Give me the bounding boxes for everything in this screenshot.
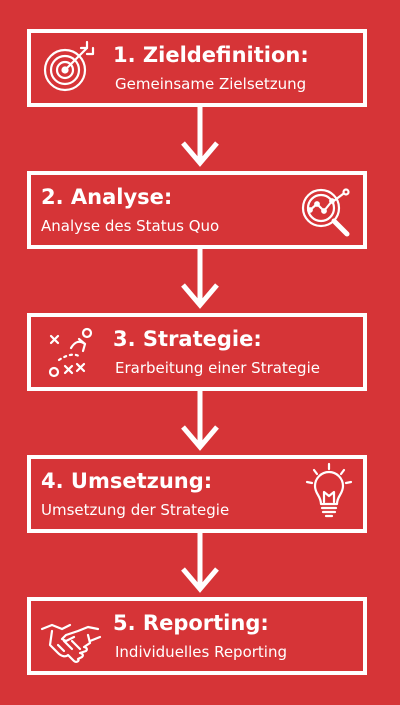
step-4-subtitle: Umsetzung der Strategie (41, 501, 230, 519)
step-2-title: 2. Analyse: (41, 185, 173, 209)
step-3-subtitle: Erarbeitung einer Strategie (115, 359, 320, 377)
step-1-title: 1. Zieldefinition: (113, 43, 309, 67)
target-icon (43, 40, 95, 92)
step-5-subtitle: Individuelles Reporting (115, 643, 287, 661)
step-1-subtitle: Gemeinsame Zielsetzung (115, 75, 307, 93)
step-1-box: 1. Zieldefinition: Gemeinsame Zielsetzun… (27, 29, 367, 107)
down-arrow-4 (181, 533, 219, 593)
tactics-icon (48, 327, 93, 378)
step-5-title: 5. Reporting: (113, 611, 269, 635)
step-5-box: 5. Reporting: Individuelles Reporting (27, 597, 367, 675)
handshake-icon (40, 623, 102, 663)
magnifier-chart-icon (301, 188, 350, 237)
step-4-title: 4. Umsetzung: (41, 469, 213, 493)
step-2-subtitle: Analyse des Status Quo (41, 217, 220, 235)
step-2-box: 2. Analyse: Analyse des Status Quo (27, 171, 367, 249)
down-arrow-3 (181, 391, 219, 451)
step-3-box: 3. Strategie: Erarbeitung einer Strategi… (27, 313, 367, 391)
lightbulb-icon (305, 462, 353, 518)
step-3-title: 3. Strategie: (113, 327, 262, 351)
down-arrow-1 (181, 107, 219, 167)
step-4-box: 4. Umsetzung: Umsetzung der Strategie (27, 455, 367, 533)
down-arrow-2 (181, 249, 219, 309)
